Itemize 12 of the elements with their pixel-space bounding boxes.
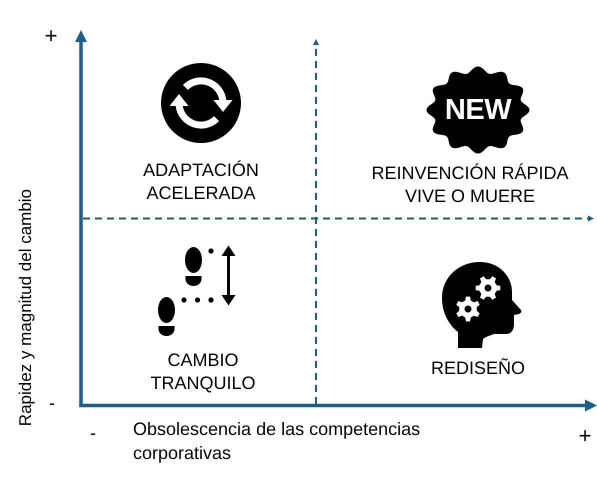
- axis-sign: +: [44, 23, 58, 49]
- quadrant-label: REDISEÑO: [430, 356, 526, 380]
- badge-label: NEW: [444, 94, 512, 126]
- axis-label: Rapidez y magnitud del cambio: [15, 189, 36, 427]
- quadrant-label: ADAPTACIÓN ACELERADA: [142, 159, 260, 205]
- quadrant-label: CAMBIO TRANQUILO: [149, 349, 256, 395]
- axis-sign: -: [49, 392, 55, 414]
- new-badge: [426, 66, 530, 154]
- axis-label: Obsolescencia de las competencias corporativas: [133, 418, 422, 465]
- axis-sign: -: [90, 422, 96, 444]
- axis-sign: +: [578, 423, 592, 449]
- quadrant-label: REINVENCIÓN RÁPIDA VIVE O MUERE: [370, 162, 570, 208]
